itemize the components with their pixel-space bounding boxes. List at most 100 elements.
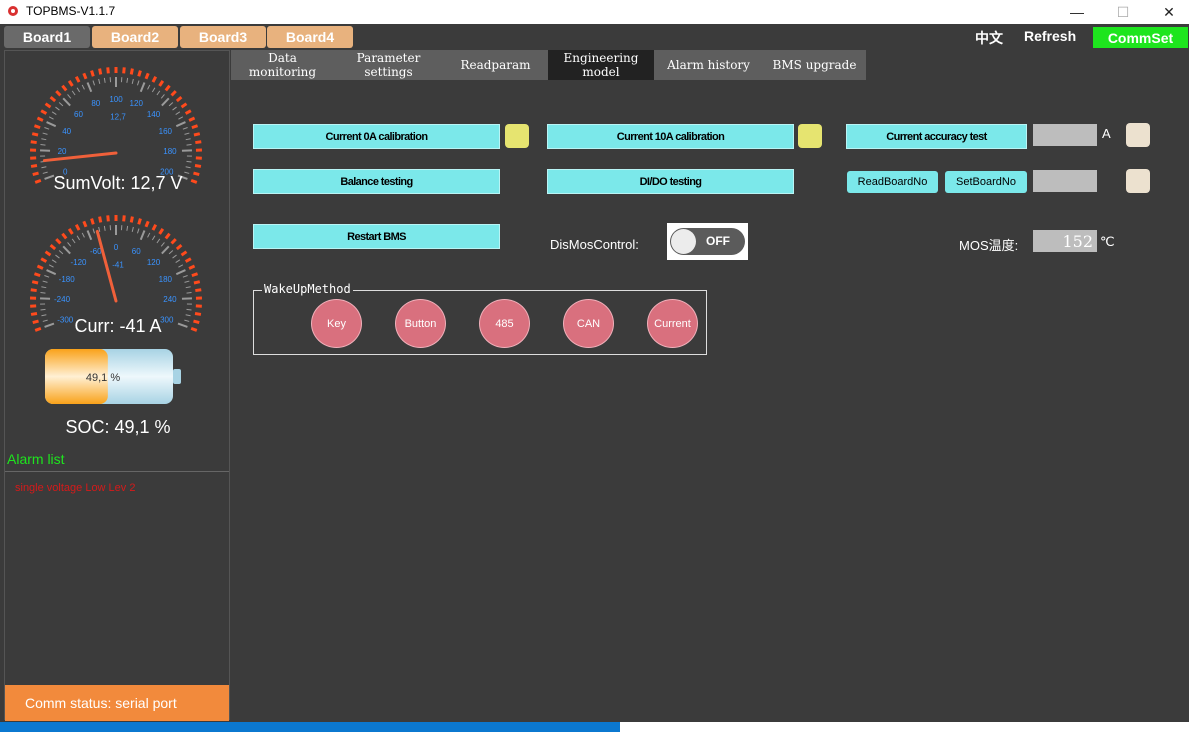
tab-bms-upgrade[interactable]: BMS upgrade [763, 50, 866, 80]
gauge-inner-tick [92, 228, 96, 234]
gauge-outer-tick [34, 326, 42, 332]
gauge-tick-label: -120 [70, 258, 87, 267]
gauge-inner-tick [185, 286, 191, 289]
board-tab-1[interactable]: Board1 [4, 26, 90, 48]
board-no-field[interactable] [1033, 170, 1097, 192]
gauge-inner-tick [147, 84, 151, 90]
gauge-outer-tick [158, 80, 165, 87]
gauge-inner-tick [175, 269, 186, 276]
gauge-inner-tick [182, 275, 188, 278]
gauge-inner-tick [185, 166, 191, 169]
accuracy-value-field[interactable] [1033, 124, 1097, 146]
gauge-inner-tick [184, 132, 190, 135]
close-button[interactable]: ✕ [1163, 3, 1175, 20]
gauge-outer-tick [194, 164, 202, 168]
gauge-tick-label: 60 [132, 247, 141, 256]
gauge-outer-tick [40, 257, 48, 263]
wakeup-current-button[interactable]: Current [647, 299, 698, 348]
alarm-item[interactable]: single voltage Low Lev 2 [15, 482, 136, 494]
gauge-inner-tick [48, 264, 54, 268]
gauge-outer-tick [67, 228, 74, 235]
wakeup-key-button[interactable]: Key [311, 299, 362, 348]
gauge-inner-tick [41, 314, 47, 317]
gauge-tick-label: 140 [147, 110, 161, 119]
alarm-list-title: Alarm list [7, 451, 65, 467]
gauge-outer-tick [106, 215, 110, 222]
gauge-outer-tick [129, 68, 134, 75]
set-board-no-button[interactable]: SetBoardNo [945, 171, 1027, 193]
dido-testing-button[interactable]: DI/DO testing [547, 169, 794, 194]
gauge-tick-label: -180 [59, 275, 76, 284]
gauge-outer-tick [30, 164, 38, 168]
tab-readparam[interactable]: Readparam [443, 50, 548, 80]
gauge-inner-tick [168, 250, 174, 255]
gauge-outer-tick [61, 84, 68, 92]
gauge-inner-tick [186, 160, 192, 163]
language-button[interactable]: 中文 [975, 30, 1003, 46]
gauge-outer-tick [74, 76, 81, 83]
gauge-outer-tick [190, 326, 198, 332]
gauge-outer-tick [82, 220, 88, 228]
board-tab-3[interactable]: Board3 [180, 26, 266, 48]
gauge-inner-tick [147, 232, 151, 238]
current-10a-calibration-button[interactable]: Current 10A calibration [547, 124, 794, 149]
gauge-outer-tick [137, 218, 142, 225]
toggle-state: OFF [706, 234, 730, 248]
taskbar-strip [0, 722, 620, 732]
gauge-outer-tick [30, 140, 37, 145]
wakeup-485-button[interactable]: 485 [479, 299, 530, 348]
board-tab-4[interactable]: Board4 [267, 26, 353, 48]
gauge-outer-tick [49, 96, 57, 103]
minimize-button[interactable]: — [1070, 4, 1084, 20]
gauge-outer-tick [122, 215, 126, 222]
gauge-outer-tick [32, 171, 39, 176]
gauge-inner-tick [160, 242, 165, 247]
read-board-no-button[interactable]: ReadBoardNo [847, 171, 938, 193]
gauge-inner-tick [185, 314, 191, 317]
tab-label: monitoring [248, 65, 317, 79]
restart-bms-button[interactable]: Restart BMS [253, 224, 500, 249]
current-accuracy-test-button[interactable]: Current accuracy test [846, 124, 1027, 149]
gauge-outer-tick [67, 80, 74, 87]
commset-button[interactable]: CommSet [1093, 27, 1188, 48]
dismos-toggle[interactable]: OFF [670, 228, 745, 255]
gauge-tick-label: 180 [163, 147, 177, 156]
wakeup-button-button[interactable]: Button [395, 299, 446, 348]
gauge-inner-tick [161, 97, 170, 107]
gauge-inner-tick [40, 144, 46, 146]
current-0a-calibration-button[interactable]: Current 0A calibration [253, 124, 500, 149]
gauge-outer-tick [44, 102, 52, 109]
gauge-inner-tick [86, 82, 93, 93]
refresh-button[interactable]: Refresh [1024, 28, 1077, 44]
gauge-inner-tick [186, 292, 192, 294]
gauge-outer-tick [122, 67, 126, 74]
gauge-inner-tick [103, 225, 106, 231]
gauge-outer-tick [193, 171, 200, 176]
dismos-control-label: DisMosControl: [550, 237, 639, 252]
gauge-outer-tick [61, 232, 68, 240]
app-logo-icon [8, 6, 18, 16]
wakeup-method-title: WakeUpMethod [262, 282, 353, 296]
gauge-outer-tick [191, 124, 199, 130]
wakeup-can-button[interactable]: CAN [563, 299, 614, 348]
gauge-outer-tick [106, 67, 110, 74]
gauge-inner-tick [185, 138, 191, 141]
balance-testing-button[interactable]: Balance testing [253, 169, 500, 194]
board-tab-2[interactable]: Board2 [92, 26, 178, 48]
gauge-outer-tick [74, 224, 81, 231]
tab-alarm-history[interactable]: Alarm history [654, 50, 763, 80]
gauge-inner-tick [92, 80, 96, 86]
tab-label: Engineering [563, 51, 639, 65]
battery-icon: 49,1 % [45, 349, 181, 404]
gauge-inner-tick [44, 275, 50, 278]
gauge-inner-tick [139, 82, 146, 93]
gauge-inner-tick [178, 264, 184, 268]
gauge-inner-tick [67, 242, 72, 247]
alarm-list[interactable]: single voltage Low Lev 2 [5, 471, 229, 687]
maximize-button[interactable]: ☐ [1116, 3, 1130, 20]
gauge-inner-tick [131, 226, 134, 232]
